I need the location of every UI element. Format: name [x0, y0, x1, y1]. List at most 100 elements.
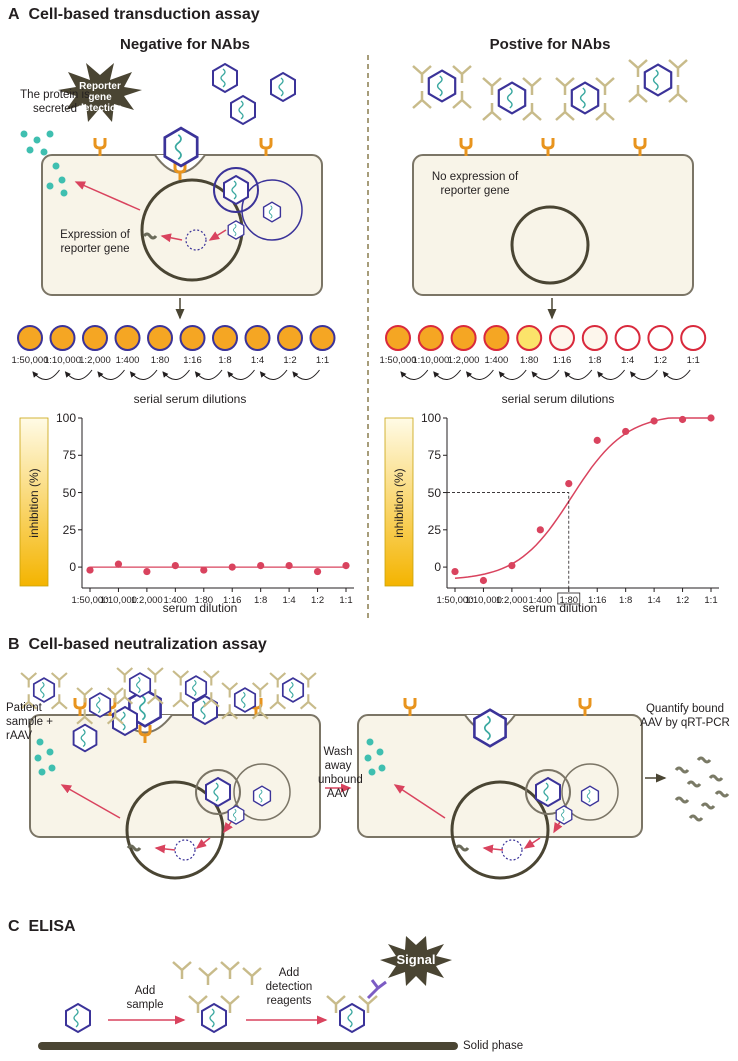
dilution-label: 1:50,000 — [11, 355, 49, 366]
positive-heading: Postive for NAbs — [489, 36, 611, 53]
well-pos — [483, 325, 510, 351]
y-tick-label: 25 — [62, 522, 76, 537]
y-tick-label: 25 — [427, 522, 441, 537]
wash-label: Wash away unbound AAV — [318, 746, 363, 800]
dilution-arc — [129, 369, 158, 380]
x-tick-label: 1:1 — [704, 595, 718, 606]
data-point — [678, 415, 687, 424]
x-tick-label: 1:80 — [559, 595, 579, 606]
data-point — [622, 427, 630, 436]
data-point — [114, 560, 123, 568]
inhibition-gradient-bar-pos — [384, 417, 414, 587]
dilution-label: 1:50,000 — [379, 355, 417, 366]
well-pos — [516, 325, 543, 351]
dilution-arc — [64, 369, 93, 380]
section-c-title: C ELISA — [8, 918, 76, 935]
positive-wells — [385, 325, 707, 351]
expression-label: Expression of reporter gene — [60, 229, 130, 255]
x-tick-label: 1:400 — [163, 595, 188, 606]
negative-heading: Negative for NAbs — [119, 36, 251, 53]
well-pos — [680, 325, 707, 351]
x-tick-label: 1:2,000 — [496, 595, 528, 606]
negative-cell — [41, 154, 323, 296]
x-tick-label: 1:4 — [282, 595, 296, 606]
well-neg — [114, 325, 141, 351]
well-neg — [82, 325, 108, 351]
well-pos — [549, 325, 575, 351]
well-neg — [244, 325, 271, 351]
x-tick-label: 1:2,000 — [131, 595, 163, 606]
positive-receptors — [459, 136, 647, 158]
elisa-capsid-1 — [65, 1003, 91, 1033]
dilution-label: 1:10,000 — [44, 355, 81, 366]
dilution-arc — [194, 369, 223, 380]
dilution-arc — [162, 369, 190, 380]
elisa-capsid-2 — [187, 994, 241, 1033]
data-point — [479, 576, 488, 585]
dilution-label: 1:80 — [519, 355, 539, 366]
x-tick-label: 1:16 — [222, 595, 242, 606]
dilution-arc — [32, 369, 60, 380]
well-pos — [450, 325, 477, 351]
section-b-title: B Cell-based neutralization assay — [8, 636, 267, 653]
y-tick-label: 0 — [69, 560, 76, 575]
add-reagents-label: Add detection reagents — [265, 967, 313, 1007]
data-point — [285, 562, 293, 570]
data-point — [171, 562, 179, 570]
dilution-arc — [97, 369, 125, 380]
ic50-guide — [447, 492, 570, 588]
ylabel-neg: inhibition (%) — [27, 468, 41, 538]
xlabel-neg: serum dilution — [162, 601, 238, 615]
dilution-label: 1:400 — [115, 355, 140, 366]
dilution-label: 1:10,000 — [412, 355, 450, 366]
y-tick-label: 75 — [427, 448, 441, 463]
negative-chart — [78, 417, 354, 592]
dilution-arc — [662, 369, 691, 380]
x-tick-label: 1:1 — [339, 595, 353, 606]
secreted-dots-b — [34, 738, 386, 776]
data-point — [143, 567, 151, 576]
dilution-label: 1:4 — [620, 355, 635, 366]
dilution-arc — [597, 369, 626, 380]
inhibition-gradient-bar-neg — [19, 417, 49, 587]
well-pos — [614, 325, 641, 351]
x-tick-label: 1:8 — [254, 595, 268, 606]
data-point — [342, 562, 350, 570]
well-neg — [309, 325, 336, 351]
dilution-arc — [400, 369, 429, 380]
xlabel-pos: serum dilution — [522, 601, 598, 615]
dilution-arc — [564, 369, 593, 380]
y-tick-label: 100 — [55, 411, 76, 425]
x-tick-label: 1:400 — [528, 595, 553, 606]
dilution-arc — [227, 369, 255, 380]
dilution-arc — [465, 369, 494, 380]
x-tick-label: 1:80 — [194, 595, 214, 606]
y-tick-label: 100 — [420, 411, 441, 425]
y-tick-label: 75 — [62, 448, 76, 463]
patient-sample-label: Patient sample + rAAV — [6, 702, 53, 742]
dilution-label: 1:2 — [653, 355, 667, 366]
section-a-title: A Cell-based transduction assay — [8, 6, 260, 23]
no-expression-label: No expression of reporter gene — [431, 171, 519, 197]
quantify-label: Quantify bound AAV by qRT-PCR — [640, 703, 730, 729]
elisa-antibodies-free — [171, 960, 263, 987]
data-point — [650, 417, 658, 425]
y-tick-label: 50 — [62, 485, 76, 500]
data-point — [257, 562, 265, 570]
x-tick-label: 1:50,000 — [71, 595, 109, 606]
dilution-label: 1:400 — [484, 355, 509, 366]
well-neg — [179, 325, 206, 351]
data-point — [565, 480, 573, 488]
x-tick-label: 1:16 — [587, 595, 607, 606]
dilution-arc — [433, 369, 462, 380]
dilution-arc — [259, 369, 288, 380]
data-point — [200, 566, 208, 574]
x-tick-label: 1:8 — [619, 595, 633, 606]
data-point — [86, 566, 94, 574]
reporter-burst-label: Reporter gene detection — [77, 81, 123, 114]
dilution-label: 1:1 — [315, 355, 330, 366]
dilution-label: 1:2,000 — [447, 355, 480, 366]
dilution-label: 1:16 — [552, 355, 572, 366]
data-point — [536, 526, 544, 534]
